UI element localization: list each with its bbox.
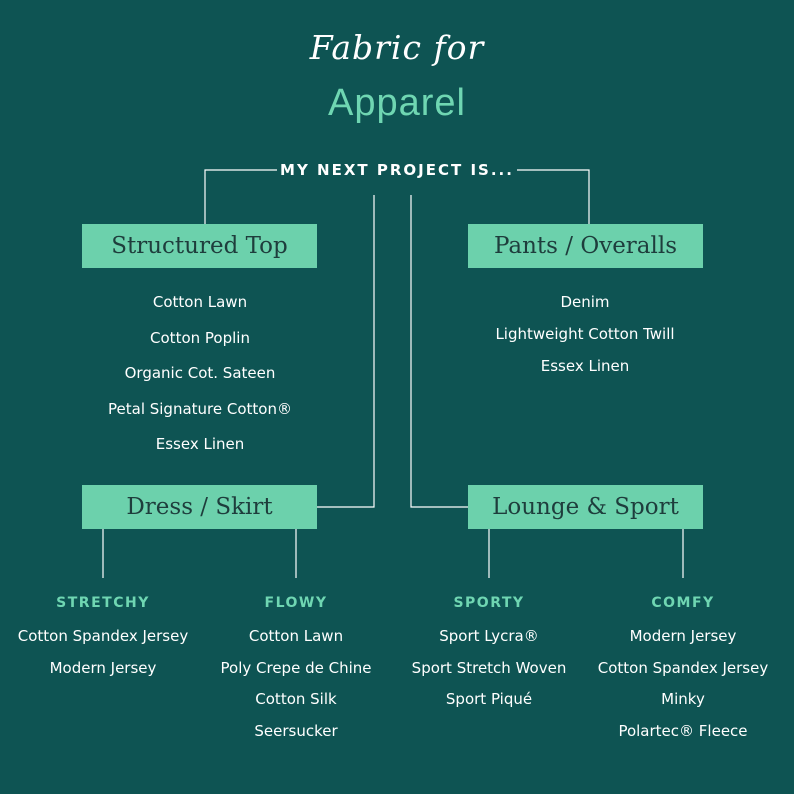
sporty-list: Sport Lycra® Sport Stretch Woven Sport P… — [389, 626, 589, 721]
list-item: Essex Linen — [155, 435, 245, 453]
list-item: Cotton Lawn — [248, 627, 344, 645]
group-heading-stretchy: STRETCHY — [56, 595, 150, 611]
category-label: Dress / Skirt — [126, 494, 273, 520]
list-item: Seersucker — [254, 722, 338, 741]
category-label: Pants / Overalls — [493, 233, 678, 259]
group-heading-sporty: SPORTY — [453, 595, 525, 611]
list-item: Cotton Spandex Jersey — [17, 627, 189, 645]
category-structured-top: Structured Top — [82, 224, 317, 268]
diagram-root-label: MY NEXT PROJECT IS... — [280, 161, 514, 179]
list-item: Cotton Spandex Jersey — [597, 658, 769, 677]
comfy-list: Modern Jersey Cotton Spandex Jersey Mink… — [583, 626, 783, 753]
list-item: Essex Linen — [540, 357, 630, 375]
group-heading-flowy: FLOWY — [264, 595, 328, 611]
connector-pants-overalls — [517, 169, 590, 224]
category-label: Structured Top — [111, 233, 288, 259]
stretchy-list: Cotton Spandex Jersey Modern Jersey — [3, 626, 203, 689]
script-title: Fabric for — [309, 28, 485, 67]
list-item: Cotton Lawn — [152, 293, 248, 311]
structured-top-list: Cotton Lawn Cotton Poplin Organic Cot. S… — [60, 292, 340, 470]
connector-structured-top — [204, 169, 277, 224]
connector-dress-skirt — [316, 195, 375, 508]
page-title: Apparel — [328, 82, 466, 124]
list-item: Denim — [560, 293, 610, 311]
category-dress-skirt: Dress / Skirt — [82, 485, 317, 529]
pants-overalls-list: Denim Lightweight Cotton Twill Essex Lin… — [445, 292, 725, 388]
list-item: Lightweight Cotton Twill — [495, 325, 675, 343]
list-item: Modern Jersey — [629, 627, 737, 645]
connector-lounge-sport — [410, 195, 469, 508]
list-item: Cotton Poplin — [150, 328, 250, 347]
list-item: Polartec® Fleece — [618, 722, 748, 741]
list-item: Sport Piqué — [445, 690, 533, 709]
category-pants-overalls: Pants / Overalls — [468, 224, 703, 268]
flowy-list: Cotton Lawn Poly Crepe de Chine Cotton S… — [196, 626, 396, 753]
category-label: Lounge & Sport — [492, 494, 679, 520]
list-item: Organic Cot. Sateen — [124, 364, 276, 382]
list-item: Poly Crepe de Chine — [220, 658, 372, 677]
list-item: Cotton Silk — [255, 690, 337, 709]
group-heading-comfy: COMFY — [651, 595, 715, 611]
list-item: Sport Lycra® — [439, 627, 539, 645]
list-item: Modern Jersey — [49, 658, 157, 677]
list-item: Minky — [661, 690, 705, 709]
list-item: Sport Stretch Woven — [411, 658, 567, 677]
category-lounge-sport: Lounge & Sport — [468, 485, 703, 529]
list-item: Petal Signature Cotton® — [108, 399, 292, 418]
